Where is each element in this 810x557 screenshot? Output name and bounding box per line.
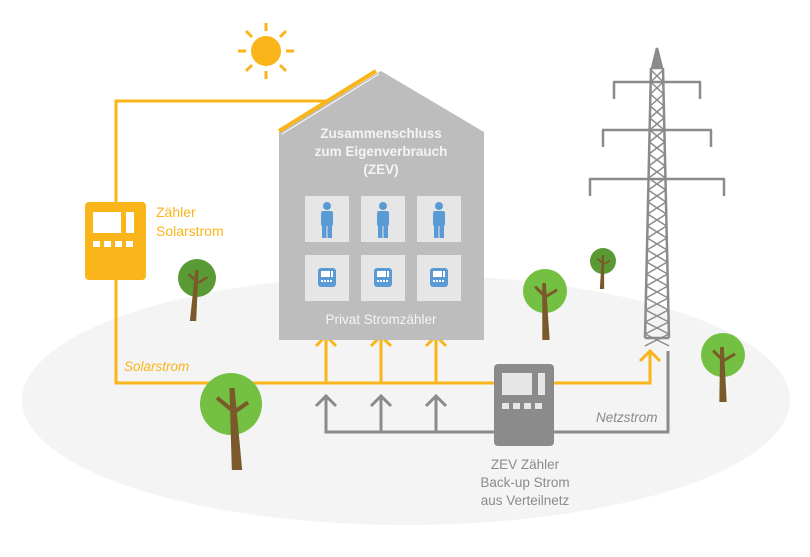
tree-icon [701, 333, 745, 402]
zev-meter-label: ZEV Zähler Back-up Strom aus Verteilnetz [455, 456, 595, 510]
house-title-line: Zusammenschluss [320, 126, 442, 141]
tree-icon [200, 373, 262, 470]
zev-meter-label-line: Back-up Strom [480, 475, 570, 490]
meter-icon [318, 268, 336, 287]
meter-icon [374, 268, 392, 287]
house-title-line: (ZEV) [363, 162, 399, 177]
ground [22, 275, 790, 525]
tree-icon [178, 259, 216, 321]
house-title-line: zum Eigenverbrauch [314, 144, 448, 159]
zev-meter-label-line: ZEV Zähler [490, 457, 560, 472]
solar-meter-label: Zähler Solarstrom [156, 203, 224, 241]
solar-meter-label-line: Solarstrom [156, 223, 224, 239]
zev-meter-label-line: aus Verteilnetz [480, 493, 570, 508]
private-meter-panel [305, 255, 349, 301]
zev-meter-icon [494, 364, 554, 446]
house-title: Zusammenschluss zum Eigenverbrauch (ZEV) [296, 125, 466, 179]
meter-icon [430, 268, 448, 287]
private-meter-panel [417, 255, 461, 301]
tree-icon [523, 269, 567, 340]
solar-line [114, 99, 652, 385]
person-icon [377, 202, 389, 238]
solar-meter-label-line: Zähler [156, 204, 196, 220]
person-icon [321, 202, 333, 238]
resident-panel [417, 196, 461, 242]
resident-panel [305, 196, 349, 242]
person-icon [433, 202, 445, 238]
private-meter-panel [361, 255, 405, 301]
tree-icon [590, 248, 616, 289]
sun-icon [238, 23, 294, 79]
resident-panel [361, 196, 405, 242]
grid-flow-label: Netzstrom [596, 410, 658, 425]
solar-meter-icon [85, 202, 146, 280]
private-meters-label: Privat Stromzähler [325, 312, 437, 327]
power-pylon-icon [588, 47, 726, 347]
solar-flow-label: Solarstrom [124, 359, 190, 374]
solar-panel-roof [277, 69, 378, 133]
